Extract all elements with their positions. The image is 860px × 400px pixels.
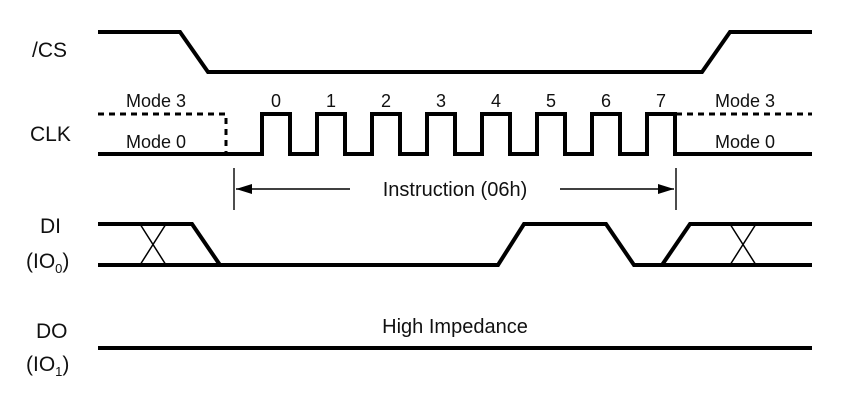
do-state-label: High Impedance — [382, 316, 528, 338]
di-signal-label: DI — [40, 215, 61, 238]
do-pin-suffix: ) — [62, 353, 69, 376]
di-pin-suffix: ) — [62, 250, 69, 273]
clock-bit-label: 1 — [326, 91, 336, 111]
mode3-label-left: Mode 3 — [126, 91, 186, 111]
clock-bit-label: 0 — [271, 91, 281, 111]
mode0-label-left: Mode 0 — [126, 132, 186, 152]
di-waveform-top-left — [98, 222, 222, 267]
mode0-label-right: Mode 0 — [715, 132, 775, 152]
di-dont-care-left — [139, 223, 167, 266]
instruction-label: Instruction (06h) — [383, 179, 528, 201]
instruction-left-arrowhead — [236, 184, 252, 194]
clock-bit-label: 7 — [656, 91, 666, 111]
di-pin-subscript: 0 — [55, 261, 62, 276]
clk-signal-label: CLK — [30, 123, 71, 146]
clock-bit-label: 2 — [381, 91, 391, 111]
di-waveform-right — [660, 222, 812, 267]
instruction-right-arrowhead — [658, 184, 674, 194]
di-waveform-bottom — [98, 222, 662, 267]
cs-signal-label: /CS — [32, 39, 67, 62]
do-pin-label: (IO1) — [26, 353, 69, 379]
clock-bit-label: 5 — [546, 91, 556, 111]
clk-mode3-dashed-left — [98, 112, 228, 154]
clock-bit-label: 6 — [601, 91, 611, 111]
clock-bit-label: 4 — [491, 91, 501, 111]
do-pin-prefix: (IO — [26, 353, 55, 376]
clock-bit-label: 3 — [436, 91, 446, 111]
di-pin-prefix: (IO — [26, 250, 55, 273]
cs-waveform — [98, 30, 812, 74]
clk-waveform — [98, 112, 812, 156]
do-signal-label: DO — [36, 320, 68, 343]
do-pin-subscript: 1 — [55, 364, 62, 379]
mode3-label-right: Mode 3 — [715, 91, 775, 111]
di-dont-care-right — [729, 223, 757, 266]
di-pin-label: (IO0) — [26, 250, 69, 276]
